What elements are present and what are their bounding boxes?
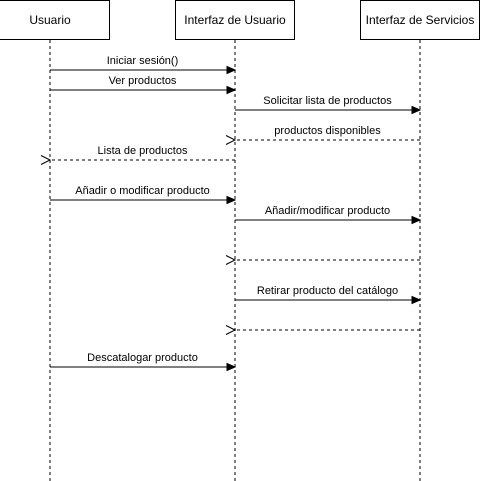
message-label: productos disponibles bbox=[274, 125, 381, 137]
message-label: Iniciar sesión() bbox=[107, 55, 179, 67]
call-message: Añadir/modificar producto bbox=[235, 205, 422, 225]
call-message: Ver productos bbox=[50, 75, 237, 95]
message-label: Retirar producto del catálogo bbox=[257, 285, 398, 297]
lifelines bbox=[49, 40, 421, 481]
reply-message bbox=[225, 255, 420, 265]
filled-arrowhead-icon bbox=[226, 195, 237, 205]
open-arrowhead-icon bbox=[40, 155, 52, 165]
participant-usuario: Usuario bbox=[0, 0, 110, 40]
reply-message bbox=[225, 325, 420, 335]
participant-label: Interfaz de Usuario bbox=[184, 13, 286, 27]
participant-label: Usuario bbox=[29, 13, 71, 27]
reply-message: Lista de productos bbox=[40, 145, 235, 165]
reply-message: productos disponibles bbox=[225, 125, 420, 145]
message-label: Solicitar lista de productos bbox=[263, 95, 392, 107]
participant-box bbox=[0, 0, 110, 40]
open-arrowhead-icon bbox=[225, 325, 237, 335]
participants: Usuario Interfaz de Usuario Interfaz de Se… bbox=[0, 0, 480, 40]
filled-arrowhead-icon bbox=[411, 215, 422, 225]
call-message: Solicitar lista de productos bbox=[235, 95, 422, 115]
filled-arrowhead-icon bbox=[226, 65, 237, 75]
message-label: Añadir o modificar producto bbox=[75, 185, 210, 197]
participant-label: Interfaz de Servicios bbox=[366, 13, 475, 27]
participant-interfaz-servicios: Interfaz de Servicios bbox=[360, 0, 480, 40]
call-message: Descatalogar producto bbox=[50, 352, 237, 372]
call-message: Retirar producto del catálogo bbox=[235, 285, 422, 305]
message-label: Descatalogar producto bbox=[87, 352, 198, 364]
open-arrowhead-icon bbox=[225, 135, 237, 145]
message-label: Ver productos bbox=[109, 75, 177, 87]
filled-arrowhead-icon bbox=[226, 85, 237, 95]
message-label: Añadir/modificar producto bbox=[265, 205, 390, 217]
call-message: Añadir o modificar producto bbox=[50, 185, 237, 205]
filled-arrowhead-icon bbox=[226, 362, 237, 372]
message-label: Lista de productos bbox=[98, 145, 188, 157]
participant-interfaz-usuario: Interfaz de Usuario bbox=[175, 0, 295, 40]
filled-arrowhead-icon bbox=[411, 295, 422, 305]
open-arrowhead-icon bbox=[225, 255, 237, 265]
participant-box bbox=[175, 0, 295, 40]
call-message: Iniciar sesión() bbox=[50, 55, 237, 75]
participant-box bbox=[360, 0, 480, 40]
filled-arrowhead-icon bbox=[411, 105, 422, 115]
